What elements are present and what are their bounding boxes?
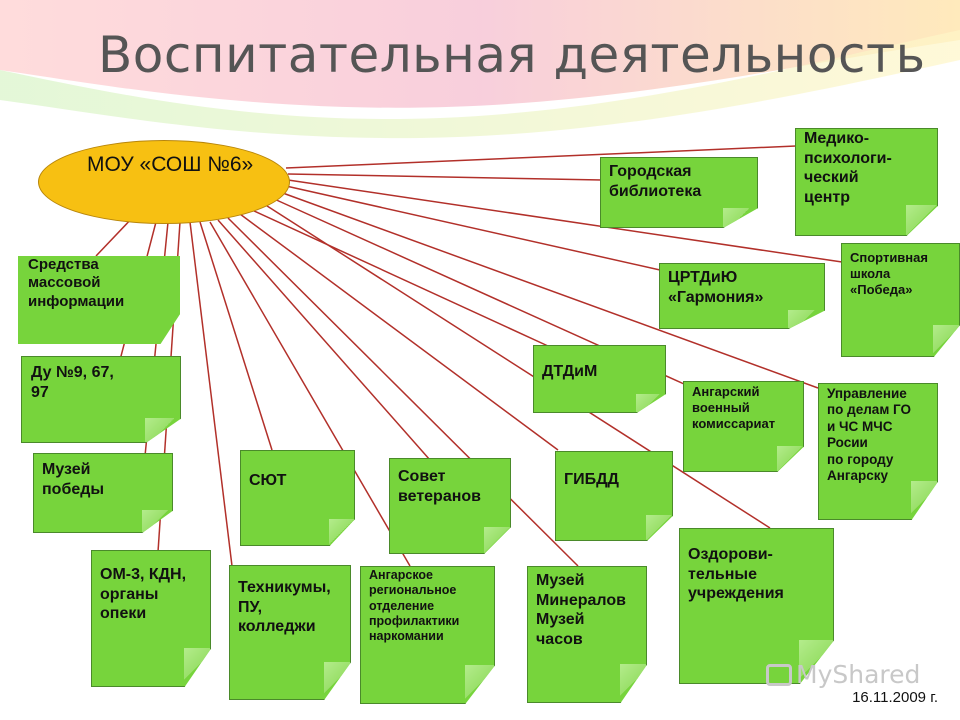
partner-label: ЦРТДиЮ «Гармония» <box>668 269 764 306</box>
connector-line <box>279 191 819 389</box>
partner-mass-media[interactable]: Средства массовой информации <box>18 256 180 344</box>
connector-line <box>199 221 273 451</box>
connector-line <box>287 179 843 263</box>
partner-city-library[interactable]: Городская библиотека <box>600 157 758 228</box>
partner-technikums[interactable]: Техникумы, ПУ, колледжи <box>229 565 351 700</box>
background-wave <box>0 0 960 139</box>
partner-museums-minerals-clocks[interactable]: Музей Минералов Музей часов <box>527 566 647 703</box>
partner-label: ГИБДД <box>564 471 619 488</box>
slide-title: Воспитательная деятельность <box>98 26 926 84</box>
partner-label: Городская библиотека <box>609 163 702 200</box>
slide-date: 16.11.2009 г. <box>852 689 938 706</box>
partner-crtdiu-garmonia[interactable]: ЦРТДиЮ «Гармония» <box>659 263 825 329</box>
partner-label: Оздорови- тельные учреждения <box>688 546 784 603</box>
connector-line <box>263 203 771 529</box>
partner-label: Ду №9, 67, 97 <box>31 364 114 401</box>
partner-label: Управление по делам ГО и ЧС МЧС Росии по… <box>827 386 912 484</box>
connector-line <box>209 221 411 567</box>
partner-narco-prevention[interactable]: Ангарское региональное отделение профила… <box>360 566 495 704</box>
partner-label: Музей Минералов Музей часов <box>536 572 626 648</box>
partner-label: Спортивная школа «Победа» <box>850 250 928 297</box>
partner-military-commissariat[interactable]: Ангарский военный комиссариат <box>683 381 804 472</box>
logo-icon <box>766 664 792 686</box>
partner-police-guardianship[interactable]: ОМ-3, КДН, органы опеки <box>91 550 211 687</box>
connector-line <box>217 219 431 461</box>
partner-emergency-ministry[interactable]: Управление по делам ГО и ЧС МЧС Росии по… <box>818 383 938 520</box>
connector-line <box>285 185 661 271</box>
partner-label: Музей победы <box>42 461 105 498</box>
watermark-logo: MyShared <box>766 660 920 689</box>
connector-line <box>285 145 797 169</box>
partner-health-institutions[interactable]: Оздорови- тельные учреждения <box>679 528 834 684</box>
partner-label: ОМ-3, КДН, органы опеки <box>100 566 187 623</box>
partner-medical-psych-center[interactable]: Медико- психологи- ческий центр <box>795 128 938 236</box>
hub-label: МОУ «СОШ №6» <box>87 153 254 176</box>
connector-line <box>227 217 579 567</box>
watermark-text: MyShared <box>796 660 921 689</box>
partner-label: Средства массовой информации <box>28 256 125 310</box>
partner-museum-victory[interactable]: Музей победы <box>33 453 173 533</box>
hub-school[interactable]: МОУ «СОШ №6» <box>38 140 290 224</box>
connector-line <box>251 209 549 347</box>
partner-dtdim[interactable]: ДТДиМ <box>533 345 666 413</box>
connector-line <box>189 221 233 567</box>
partner-label: Медико- психологи- ческий центр <box>804 130 892 206</box>
partner-preschools[interactable]: Ду №9, 67, 97 <box>21 356 181 443</box>
partner-veterans-council[interactable]: Совет ветеранов <box>389 458 511 554</box>
partner-gibdd[interactable]: ГИБДД <box>555 451 673 541</box>
partner-sport-school[interactable]: Спортивная школа «Победа» <box>841 243 960 357</box>
partner-label: Совет ветеранов <box>398 468 481 505</box>
partner-label: Техникумы, ПУ, колледжи <box>238 579 331 636</box>
partner-label: ДТДиМ <box>542 363 598 380</box>
partner-syut[interactable]: СЮТ <box>240 450 355 546</box>
connector-line <box>287 173 603 181</box>
partner-label: СЮТ <box>249 472 287 489</box>
partner-label: Ангарское региональное отделение профила… <box>369 568 460 643</box>
connector-line <box>239 213 559 451</box>
partner-label: Ангарский военный комиссариат <box>692 384 776 431</box>
